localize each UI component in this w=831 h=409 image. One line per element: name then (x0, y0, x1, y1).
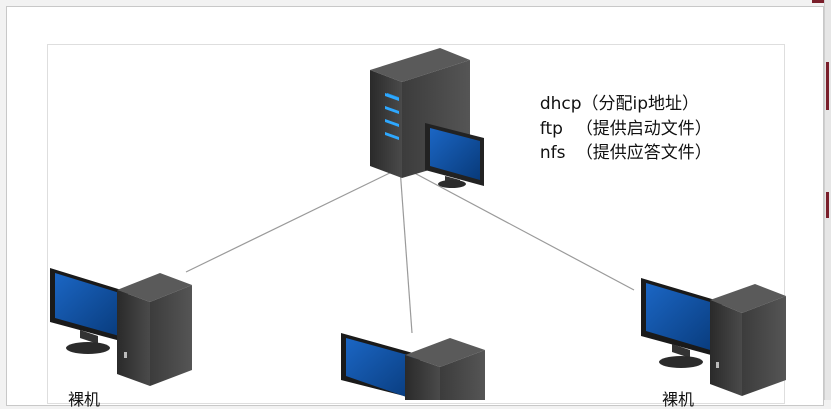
link-right (404, 167, 635, 291)
service-nfs: nfs （提供应答文件） (529, 128, 712, 162)
side-marker (826, 62, 829, 110)
client-right-caption: 裸机 (662, 390, 695, 409)
service-desc: （提供应答文件） (575, 143, 712, 163)
service-desc: （分配ip地址） (581, 94, 700, 114)
client-left-caption: 裸机 (68, 390, 101, 409)
connection-lines (185, 167, 635, 334)
network-diagram (50, 48, 786, 400)
server-icon (370, 48, 484, 188)
service-name: nfs (539, 143, 566, 163)
service-name: dhcp (539, 94, 582, 114)
service-name: ftp (539, 119, 563, 139)
link-middle (399, 167, 413, 334)
top-marker (812, 0, 824, 3)
client-left-icon (50, 268, 192, 386)
link-left (185, 167, 401, 273)
side-marker-2 (826, 192, 829, 218)
client-middle-icon (341, 333, 485, 400)
service-desc: （提供启动文件） (575, 119, 712, 139)
service-dhcp: dhcp（分配ip地址） (529, 79, 699, 113)
service-ftp: ftp （提供启动文件） (529, 104, 712, 138)
client-right-icon (641, 278, 786, 396)
